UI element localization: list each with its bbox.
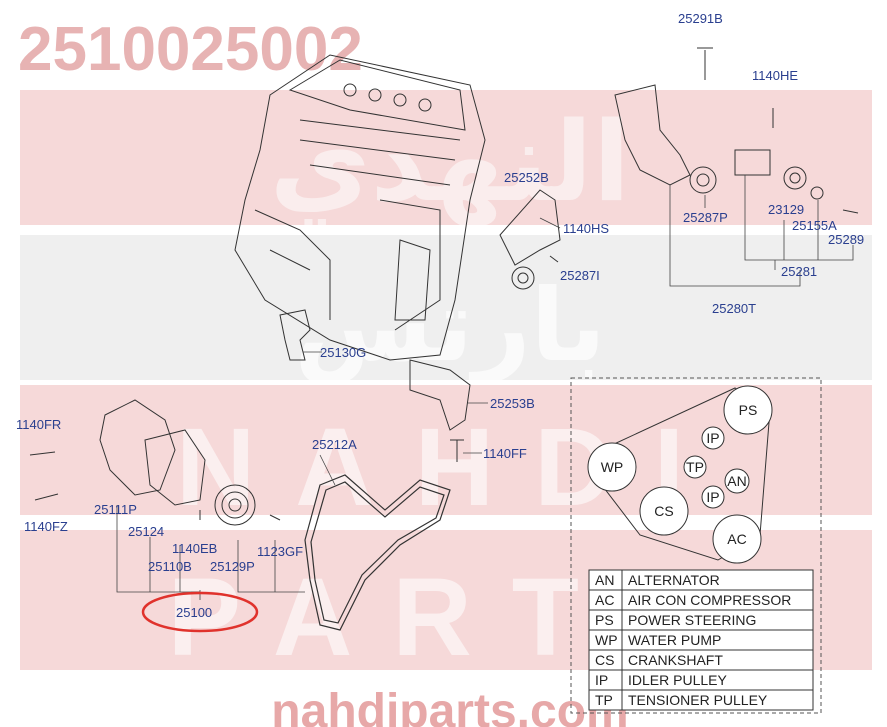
callout-25111P[interactable]: 25111P [94, 502, 137, 517]
pulley-label-cs: CS [654, 503, 673, 519]
legend-name: AIR CON COMPRESSOR [628, 592, 791, 608]
watermark-band-top [20, 90, 872, 225]
watermark-band-mid [20, 235, 872, 380]
callout-1140EB[interactable]: 1140EB [172, 541, 217, 556]
callout-25130G[interactable]: 25130G [320, 345, 366, 360]
callout-1140FR[interactable]: 1140FR [16, 417, 61, 432]
legend-code: IP [595, 672, 608, 688]
pulley-tp [683, 455, 707, 479]
legend-name: IDLER PULLEY [628, 672, 727, 688]
pulley-ps [723, 385, 773, 435]
engine-block [234, 54, 486, 361]
callout-1140HS[interactable]: 1140HS [563, 221, 609, 236]
pulley-label-wp: WP [601, 459, 624, 475]
pulley-label-ip-low: IP [706, 489, 719, 505]
legend-code: AC [595, 592, 614, 608]
legend-code: AN [595, 572, 614, 588]
callout-25289[interactable]: 25289 [828, 232, 864, 247]
callout-25281[interactable]: 25281 [781, 264, 817, 279]
routing-panel-frame [570, 377, 822, 714]
watermark-part-number: 2510025002 [18, 15, 363, 84]
pulley-label-an: AN [727, 473, 746, 489]
pulley-wp [587, 442, 637, 492]
legend-table: AN ALTERNATOR AC AIR CON COMPRESSOR PS P… [588, 569, 814, 711]
watermark-arabic-2: بارتس [294, 267, 606, 385]
pulley-label-tp: TP [686, 459, 704, 475]
pulley-label-ps: PS [739, 402, 758, 418]
tensioner-assembly [614, 47, 859, 214]
legend-frame [588, 569, 814, 711]
callout-25124[interactable]: 25124 [128, 524, 164, 539]
callout-1123GF[interactable]: 1123GF [257, 544, 303, 559]
callout-25212A[interactable]: 25212A [312, 437, 357, 452]
callout-25110B[interactable]: 25110B [148, 559, 192, 574]
legend-code: CS [595, 652, 614, 668]
callout-25155A[interactable]: 25155A [792, 218, 837, 233]
drive-belt [304, 474, 451, 631]
pulley-an [724, 468, 750, 494]
pulley-cs [639, 486, 689, 536]
gasket [279, 309, 311, 361]
callout-25253B[interactable]: 25253B [490, 396, 535, 411]
callout-labels: 25291B 1140HE 25252B 1140HS 25287I 25287… [16, 11, 864, 620]
idler-bracket [499, 189, 561, 290]
callout-25287P[interactable]: 25287P [683, 210, 728, 225]
legend-code: WP [595, 632, 618, 648]
callout-25129P[interactable]: 25129P [210, 559, 255, 574]
legend-code: PS [595, 612, 614, 628]
pulley-label-ac: AC [727, 531, 746, 547]
pulley-label-ip-top: IP [706, 430, 719, 446]
water-pump [29, 399, 281, 526]
legend-name: WATER PUMP [628, 632, 721, 648]
callout-23129[interactable]: 23129 [768, 202, 804, 217]
legend-name: POWER STEERING [628, 612, 756, 628]
pulley-ac [712, 514, 762, 564]
callout-25252B[interactable]: 25252B [504, 170, 549, 185]
callout-25287I[interactable]: 25287I [560, 268, 600, 283]
callout-1140FF[interactable]: 1140FF [483, 446, 527, 461]
watermark-site: nahdiparts.com [271, 685, 628, 727]
callout-25291B[interactable]: 25291B [678, 11, 723, 26]
watermark-arabic: النهدي [270, 98, 631, 227]
highlight-ellipse [141, 591, 259, 633]
belt-routing-panel: PS IP WP TP IP AN CS AC AN ALTERNATOR AC… [570, 377, 822, 714]
legend-name: TENSIONER PULLEY [628, 692, 768, 708]
callout-1140HE[interactable]: 1140HE [752, 68, 798, 83]
callout-25100[interactable]: 25100 [176, 605, 212, 620]
lower-bracket [409, 359, 471, 462]
legend-name: CRANKSHAFT [628, 652, 723, 668]
leader-lines [116, 175, 854, 600]
callout-1140FZ[interactable]: 1140FZ [24, 519, 68, 534]
pulley-ip-top [701, 426, 725, 450]
callout-25280T[interactable]: 25280T [712, 301, 756, 316]
legend-code: TP [595, 692, 613, 708]
legend-name: ALTERNATOR [628, 572, 720, 588]
pulley-ip-low [701, 485, 725, 509]
